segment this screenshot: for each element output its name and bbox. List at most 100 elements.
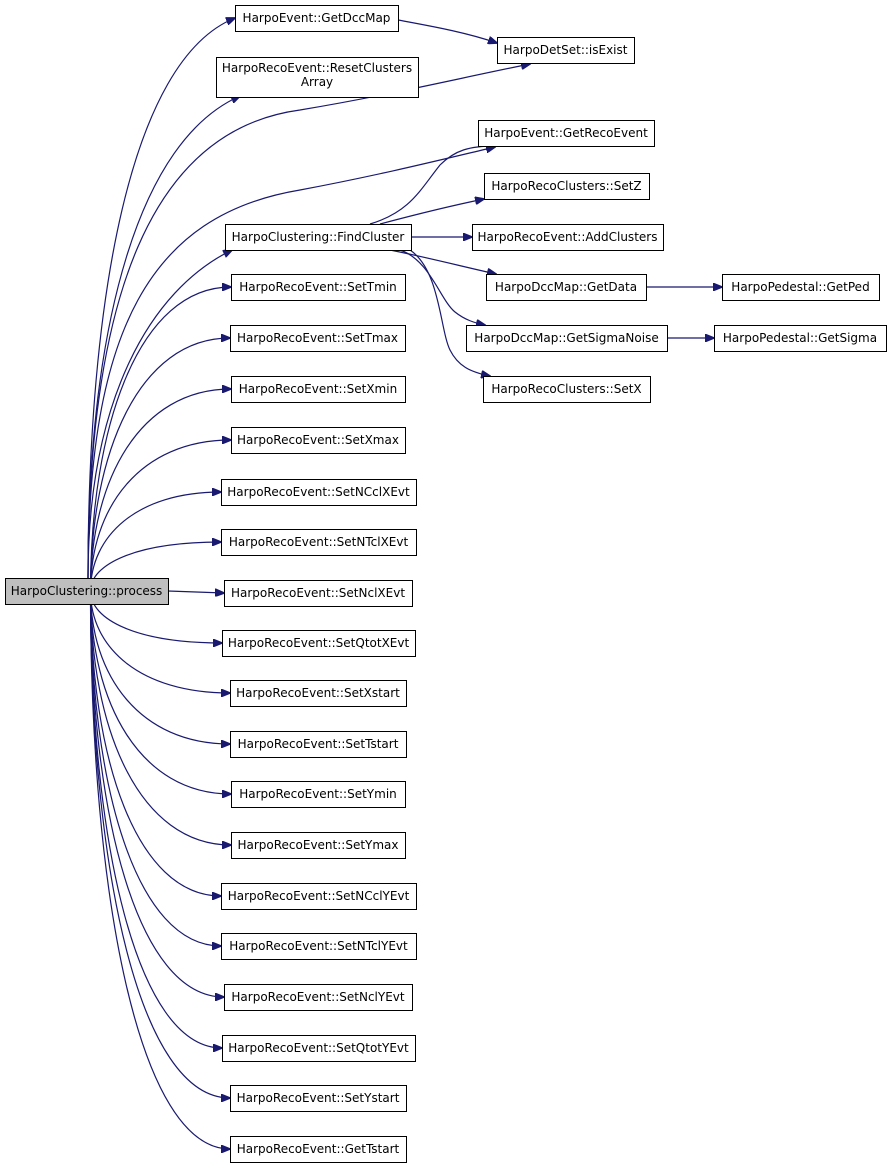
node-getData[interactable]: HarpoDccMap::GetData — [486, 274, 647, 301]
node-setNCclXEvt[interactable]: HarpoRecoEvent::SetNCclXEvt — [221, 479, 417, 506]
edge-process-to-setXstart — [89, 590, 231, 693]
node-label-getRecoEvent: HarpoEvent::GetRecoEvent — [484, 126, 648, 140]
node-setNclXEvt[interactable]: HarpoRecoEvent::SetNclXEvt — [224, 580, 413, 607]
node-setTmin[interactable]: HarpoRecoEvent::SetTmin — [231, 274, 406, 301]
node-label-setQtotXEvt: HarpoRecoEvent::SetQtotXEvt — [228, 636, 410, 650]
edge-process-to-setYstart — [89, 590, 231, 1098]
edge-process-to-resetClusters — [87, 96, 240, 579]
node-getPed[interactable]: HarpoPedestal::GetPed — [722, 274, 880, 301]
node-getSigma[interactable]: HarpoPedestal::GetSigma — [714, 325, 887, 352]
node-label-resetClusters-line-2: Array — [301, 75, 333, 89]
edge-findCluster-to-getSigmaNoise — [399, 249, 485, 325]
node-setNclYEvt[interactable]: HarpoRecoEvent::SetNclYEvt — [224, 984, 413, 1011]
node-box-setYstart — [230, 1085, 407, 1112]
node-getSigmaNoise[interactable]: HarpoDccMap::GetSigmaNoise — [466, 325, 668, 352]
node-setNTclYEvt[interactable]: HarpoRecoEvent::SetNTclYEvt — [221, 933, 417, 960]
node-box-setZ — [484, 173, 650, 200]
node-box-setTstart — [230, 731, 407, 758]
node-box-setXmin — [231, 376, 406, 403]
node-label-findCluster: HarpoClustering::FindCluster — [232, 230, 405, 244]
node-label-resetClusters-line-1: HarpoRecoEvent::ResetClusters — [222, 61, 412, 75]
node-box-setNTclXEvt — [221, 529, 417, 556]
node-label-setNTclXEvt: HarpoRecoEvent::SetNTclXEvt — [229, 535, 409, 549]
node-box-getRecoEvent — [478, 120, 655, 147]
edge-process-to-setNCclXEvt — [89, 492, 222, 592]
edge-findCluster-to-getRecoEvent — [369, 146, 495, 225]
node-box-setNCclYEvt — [221, 883, 417, 910]
node-label-setTmin: HarpoRecoEvent::SetTmin — [239, 280, 397, 294]
node-label-getSigma: HarpoPedestal::GetSigma — [723, 331, 877, 345]
node-box-setQtotYEvt — [222, 1035, 416, 1062]
node-label-setTstart: HarpoRecoEvent::SetTstart — [238, 737, 399, 751]
call-nodes: HarpoClustering::process HarpoEvent::GetD… — [5, 5, 887, 1163]
node-label-isExist: HarpoDetSet::isExist — [504, 43, 628, 57]
node-setQtotYEvt[interactable]: HarpoRecoEvent::SetQtotYEvt — [222, 1035, 416, 1062]
edge-process-to-setNclXEvt — [167, 591, 224, 593]
node-label-setX: HarpoRecoClusters::SetX — [491, 382, 641, 396]
node-box-setXstart — [230, 680, 407, 707]
node-label-setYmin: HarpoRecoEvent::SetYmin — [239, 787, 397, 801]
node-box-findCluster — [225, 224, 412, 251]
edge-process-to-setNCclYEvt — [89, 590, 222, 896]
node-box-setYmin — [231, 781, 406, 808]
node-label-setXmax: HarpoRecoEvent::SetXmax — [237, 433, 399, 447]
node-label-getTstart: HarpoRecoEvent::GetTstart — [237, 1142, 400, 1156]
node-setXstart[interactable]: HarpoRecoEvent::SetXstart — [230, 680, 407, 707]
node-setNCclYEvt[interactable]: HarpoRecoEvent::SetNCclYEvt — [221, 883, 417, 910]
node-label-setXstart: HarpoRecoEvent::SetXstart — [236, 686, 400, 700]
node-setYmax[interactable]: HarpoRecoEvent::SetYmax — [231, 832, 406, 859]
node-process[interactable]: HarpoClustering::process — [5, 578, 169, 605]
node-label-getPed: HarpoPedestal::GetPed — [731, 280, 869, 294]
node-getRecoEvent[interactable]: HarpoEvent::GetRecoEvent — [478, 120, 655, 147]
node-setXmin[interactable]: HarpoRecoEvent::SetXmin — [231, 376, 406, 403]
node-label-setNTclYEvt: HarpoRecoEvent::SetNTclYEvt — [229, 939, 408, 953]
node-box-resetClusters — [216, 57, 419, 98]
edge-findCluster-to-setX — [409, 249, 490, 376]
node-setNTclXEvt[interactable]: HarpoRecoEvent::SetNTclXEvt — [221, 529, 417, 556]
edge-process-to-getDccMap — [87, 18, 235, 579]
node-box-getDccMap — [235, 5, 399, 32]
node-box-setTmax — [230, 325, 406, 352]
node-setX[interactable]: HarpoRecoClusters::SetX — [483, 376, 651, 403]
node-setZ[interactable]: HarpoRecoClusters::SetZ — [484, 173, 650, 200]
call-edges — [87, 18, 722, 1149]
node-label-setTmax: HarpoRecoEvent::SetTmax — [237, 331, 398, 345]
node-box-setNTclYEvt — [221, 933, 417, 960]
node-label-process: HarpoClustering::process — [11, 584, 163, 598]
node-box-process — [5, 578, 169, 605]
edge-process-to-setXmax — [89, 440, 232, 592]
node-setQtotXEvt[interactable]: HarpoRecoEvent::SetQtotXEvt — [222, 630, 416, 657]
node-getTstart[interactable]: HarpoRecoEvent::GetTstart — [230, 1136, 407, 1163]
edge-process-to-getRecoEvent — [87, 147, 495, 579]
edge-getDccMap-to-isExist — [397, 19, 497, 43]
node-box-setTmin — [231, 274, 406, 301]
node-label-getSigmaNoise: HarpoDccMap::GetSigmaNoise — [474, 331, 658, 345]
node-box-setXmax — [231, 427, 406, 454]
node-addClusters[interactable]: HarpoRecoEvent::AddClusters — [472, 224, 664, 251]
node-label-getDccMap: HarpoEvent::GetDccMap — [243, 11, 391, 25]
node-label-addClusters: HarpoRecoEvent::AddClusters — [478, 230, 658, 244]
node-label-setZ: HarpoRecoClusters::SetZ — [491, 179, 641, 193]
node-isExist[interactable]: HarpoDetSet::isExist — [497, 37, 635, 64]
node-setYstart[interactable]: HarpoRecoEvent::SetYstart — [230, 1085, 407, 1112]
node-box-setNclYEvt — [224, 984, 413, 1011]
node-setTmax[interactable]: HarpoRecoEvent::SetTmax — [230, 325, 406, 352]
edge-process-to-setYmax — [89, 590, 232, 845]
edge-process-to-getTstart — [89, 590, 231, 1149]
node-findCluster[interactable]: HarpoClustering::FindCluster — [225, 224, 412, 251]
node-box-getTstart — [230, 1136, 407, 1163]
node-box-getSigmaNoise — [466, 325, 668, 352]
node-getDccMap[interactable]: HarpoEvent::GetDccMap — [235, 5, 399, 32]
node-box-setNclXEvt — [224, 580, 413, 607]
edge-process-to-setNTclYEvt — [89, 590, 222, 946]
edge-process-to-setTstart — [89, 590, 231, 744]
node-setTstart[interactable]: HarpoRecoEvent::SetTstart — [230, 731, 407, 758]
node-label-setNCclXEvt: HarpoRecoEvent::SetNCclXEvt — [227, 485, 410, 499]
node-setYmin[interactable]: HarpoRecoEvent::SetYmin — [231, 781, 406, 808]
node-label-setNclYEvt: HarpoRecoEvent::SetNclYEvt — [231, 990, 404, 1004]
edge-process-to-setNclYEvt — [89, 590, 225, 997]
node-box-setX — [483, 376, 651, 403]
node-label-setQtotYEvt: HarpoRecoEvent::SetQtotYEvt — [228, 1041, 409, 1055]
node-setXmax[interactable]: HarpoRecoEvent::SetXmax — [231, 427, 406, 454]
